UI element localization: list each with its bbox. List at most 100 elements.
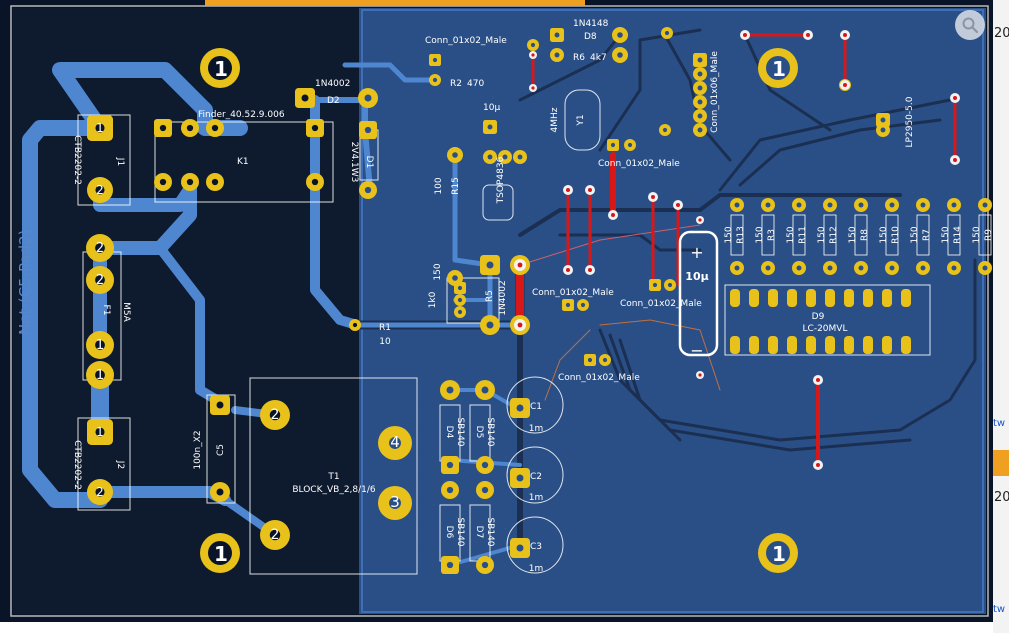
label-r1-value: 10 [379, 337, 391, 347]
label-c1-ref: C1 [530, 402, 542, 412]
pad [359, 181, 377, 199]
d9-pad [730, 289, 740, 307]
pad: 3 [378, 486, 412, 520]
pad-number: 3 [390, 493, 400, 511]
resistor-value: 150 [786, 226, 796, 243]
pad [562, 299, 574, 311]
resistor-ref: R10 [891, 226, 901, 244]
label-r15-value: 100 [434, 177, 444, 194]
resistor-value: 150 [755, 226, 765, 243]
pad [510, 398, 530, 418]
vias [514, 30, 960, 470]
mounting-hole-tl [200, 48, 240, 88]
pad [483, 150, 497, 164]
pad [429, 54, 441, 66]
pad: 1 [86, 361, 114, 389]
net-label: Net-(C5-Pad2) [16, 229, 34, 335]
pad [476, 456, 494, 474]
label-r6-ref: R6 [573, 53, 585, 63]
pad [612, 27, 628, 43]
right-text-1: 20 [994, 26, 1009, 41]
resistor-ref: R11 [798, 226, 808, 244]
label-j2-value: CTB2202-2 [72, 440, 82, 490]
resistor-ref: R3 [767, 229, 777, 241]
label-r2-ref: R2 [450, 79, 462, 89]
label-r5-value: 150 [433, 263, 443, 280]
label-r5-ref: R5 [485, 290, 495, 302]
pad: 4 [378, 426, 412, 460]
mounting-hole-br [758, 533, 798, 573]
label-d9-ref: D9 [812, 312, 825, 322]
d9-pad [787, 336, 797, 354]
pad [624, 139, 636, 151]
mounting-hole-bl [200, 533, 240, 573]
pad [664, 279, 676, 291]
label-d1-value: 2V4.1W3 [349, 142, 359, 183]
d9-pad [806, 289, 816, 307]
resistor-outline [823, 214, 837, 256]
pad [441, 456, 459, 474]
pad [584, 354, 596, 366]
pad [206, 173, 224, 191]
pad [498, 150, 512, 164]
pad [210, 395, 230, 415]
d9-pad [844, 289, 854, 307]
label-c1-value: 1m [529, 424, 544, 434]
d9-pad [749, 336, 759, 354]
pad [510, 468, 530, 488]
label-d5-ref: D5 [474, 426, 484, 439]
resistor-ref: R14 [953, 226, 963, 244]
label-d2-value: 1N4002 [315, 79, 350, 89]
pad-number: 1 [96, 368, 104, 383]
pad-number: 2 [271, 527, 280, 543]
pad [306, 119, 324, 137]
pad: 2 [87, 177, 113, 203]
label-conn-2: Conn_01x02_Male [598, 159, 680, 169]
resistor-outline [730, 214, 744, 256]
pad [693, 81, 707, 95]
pad [510, 538, 530, 558]
label-j1-value: CTB2202-2 [72, 135, 82, 185]
resistor-outline [947, 214, 961, 256]
pad [693, 67, 707, 81]
pad [454, 306, 466, 318]
silkscreen-text: Net-(C5-Pad2) CTB2202-2 J1 CTB2202-2 J2 … [16, 19, 915, 574]
resistor-outline [916, 214, 930, 256]
label-r6-value: 4k7 [590, 53, 607, 63]
label-k1-ref-text: K1 [237, 157, 249, 167]
label-d8-value: 1N4148 [573, 19, 609, 29]
pad [447, 147, 463, 163]
pad [693, 53, 707, 67]
magnifier-icon [962, 17, 979, 34]
mounting-hole-tr [758, 48, 798, 88]
label-c6-value: 10µ [483, 103, 500, 113]
d9-pad [768, 289, 778, 307]
pad [612, 47, 628, 63]
pad-number: 2 [96, 183, 104, 197]
resistor-value: 150 [724, 226, 734, 243]
d9-pad [882, 336, 892, 354]
label-c2-value: 1m [529, 493, 544, 503]
d9-pad [825, 289, 835, 307]
pad [476, 556, 494, 574]
pad [550, 28, 564, 42]
label-d4-ref: D4 [444, 426, 454, 439]
label-c7-value: LP2950-5.0 [905, 96, 915, 147]
label-r1-ref: R1 [379, 323, 391, 333]
resistor-outline [761, 214, 775, 256]
d9-pad [863, 289, 873, 307]
pad [206, 119, 224, 137]
d9-pad [901, 289, 911, 307]
pad [358, 88, 378, 108]
pad [693, 109, 707, 123]
pad: 1 [87, 419, 113, 445]
pad [429, 74, 441, 86]
pad: 2 [86, 234, 114, 262]
label-conn-6: Conn_01x06_Male [710, 51, 720, 133]
cap-value: 10µ [685, 270, 708, 283]
pad: 1 [87, 115, 113, 141]
zoom-button[interactable] [955, 10, 985, 40]
capacitor-c4: + 10µ − [678, 230, 719, 360]
d9-pad [863, 336, 873, 354]
